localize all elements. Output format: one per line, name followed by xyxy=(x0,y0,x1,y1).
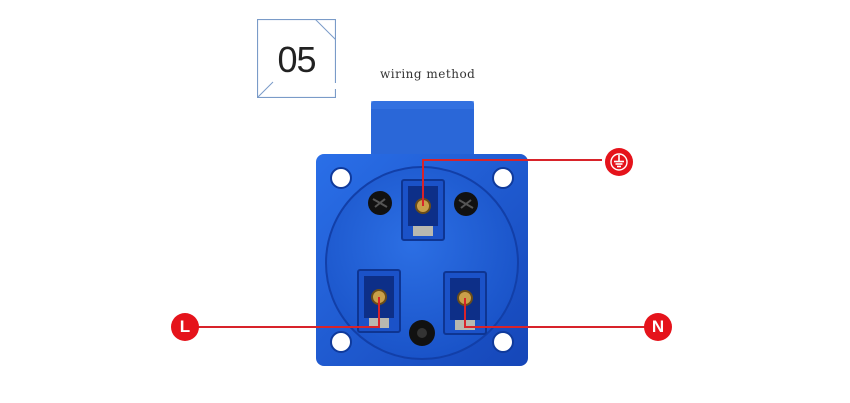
step-number-box: 05 xyxy=(257,19,336,98)
live-badge: L xyxy=(171,313,199,341)
wire-lines xyxy=(198,159,646,328)
wiring-caption: wiring method xyxy=(380,67,476,81)
wire-live xyxy=(198,297,380,328)
step-box-frame xyxy=(257,19,336,98)
earth-ground-icon xyxy=(610,153,628,171)
wire-neutral xyxy=(464,298,646,328)
neutral-badge: N xyxy=(644,313,672,341)
corner-holes xyxy=(330,167,514,353)
wire-earth xyxy=(422,159,602,206)
socket-top-tab xyxy=(371,101,474,159)
step-number: 05 xyxy=(277,39,316,80)
screws xyxy=(368,191,478,346)
earth-badge xyxy=(605,148,633,176)
terminal-earth xyxy=(401,179,445,241)
